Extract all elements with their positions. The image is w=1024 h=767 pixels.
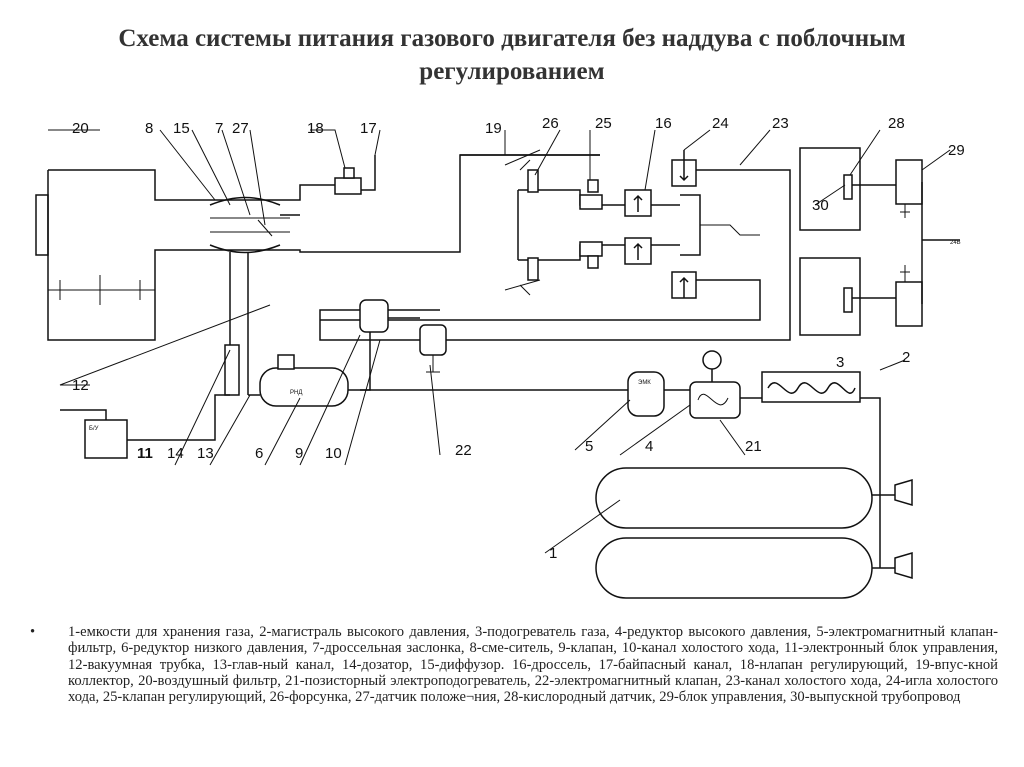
electronic-unit-11 bbox=[60, 394, 230, 459]
fuel-system-diagram: 20 8 15 7 27 18 17 19 26 25 16 24 23 28 … bbox=[35, 115, 965, 599]
label-7: 7 bbox=[215, 120, 223, 137]
label-15: 15 bbox=[173, 120, 190, 137]
label-2: 2 bbox=[902, 349, 910, 366]
label-30: 30 bbox=[812, 197, 829, 214]
high-pressure-reducer bbox=[689, 350, 741, 419]
label-12: 12 bbox=[72, 377, 89, 394]
gas-heater-3 bbox=[740, 371, 881, 470]
intake-manifold bbox=[460, 149, 701, 296]
control-unit-29 bbox=[852, 159, 960, 327]
mixer-assembly bbox=[209, 154, 600, 396]
label-3: 3 bbox=[836, 354, 844, 371]
label-9: 9 bbox=[295, 445, 303, 462]
label-13: 13 bbox=[197, 445, 214, 462]
label-bu: Б/У bbox=[89, 426, 99, 432]
label-4: 4 bbox=[645, 438, 653, 455]
solenoid-valve-22 bbox=[419, 324, 447, 373]
label-8: 8 bbox=[145, 120, 153, 137]
label-6: 6 bbox=[255, 445, 263, 462]
label-1: 1 bbox=[549, 545, 557, 562]
label-10: 10 bbox=[325, 445, 342, 462]
throttles-16 bbox=[624, 189, 652, 265]
caption-bullet: • bbox=[30, 624, 36, 640]
regulating-valve-18 bbox=[280, 155, 376, 216]
idle-channel-23 bbox=[319, 169, 791, 341]
label-24: 24 bbox=[712, 115, 729, 132]
label-19: 19 bbox=[485, 120, 502, 137]
label-emk: ЭМК bbox=[638, 380, 651, 386]
label-18: 18 bbox=[307, 120, 324, 137]
legend-caption: • 1-емкости для хранения газа, 2-магистр… bbox=[30, 624, 998, 705]
label-20: 20 bbox=[72, 120, 89, 137]
label-28: 28 bbox=[888, 115, 905, 132]
label-25: 25 bbox=[595, 115, 612, 132]
label-16: 16 bbox=[655, 115, 672, 132]
regulating-valves-25 bbox=[579, 179, 603, 269]
label-23: 23 bbox=[772, 115, 789, 132]
gas-cylinders bbox=[595, 467, 913, 599]
label-21: 21 bbox=[745, 438, 762, 455]
low-pressure-reducer bbox=[248, 320, 371, 407]
label-14: 14 bbox=[167, 445, 184, 462]
injectors bbox=[527, 169, 539, 281]
label-26: 26 bbox=[542, 115, 559, 132]
label-29: 29 bbox=[948, 142, 965, 159]
exhaust-pipe-30 bbox=[799, 147, 861, 336]
label-11: 11 bbox=[137, 445, 153, 462]
label-5: 5 bbox=[585, 438, 593, 455]
page-title: Схема системы питания газового двигателя… bbox=[118, 25, 906, 85]
solenoid-filter-5 bbox=[360, 371, 690, 417]
leader-lines bbox=[48, 129, 951, 554]
label-signal: 24В bbox=[950, 240, 961, 246]
label-22: 22 bbox=[455, 442, 472, 459]
label-17: 17 bbox=[360, 120, 377, 137]
caption-text: 1-емкости для хранения газа, 2-магистрал… bbox=[68, 624, 998, 706]
valve-9 bbox=[359, 299, 420, 333]
label-27: 27 bbox=[232, 120, 249, 137]
idle-needles-24 bbox=[671, 150, 697, 299]
air-filter bbox=[35, 169, 215, 341]
label-reducer: РНД bbox=[290, 390, 302, 396]
